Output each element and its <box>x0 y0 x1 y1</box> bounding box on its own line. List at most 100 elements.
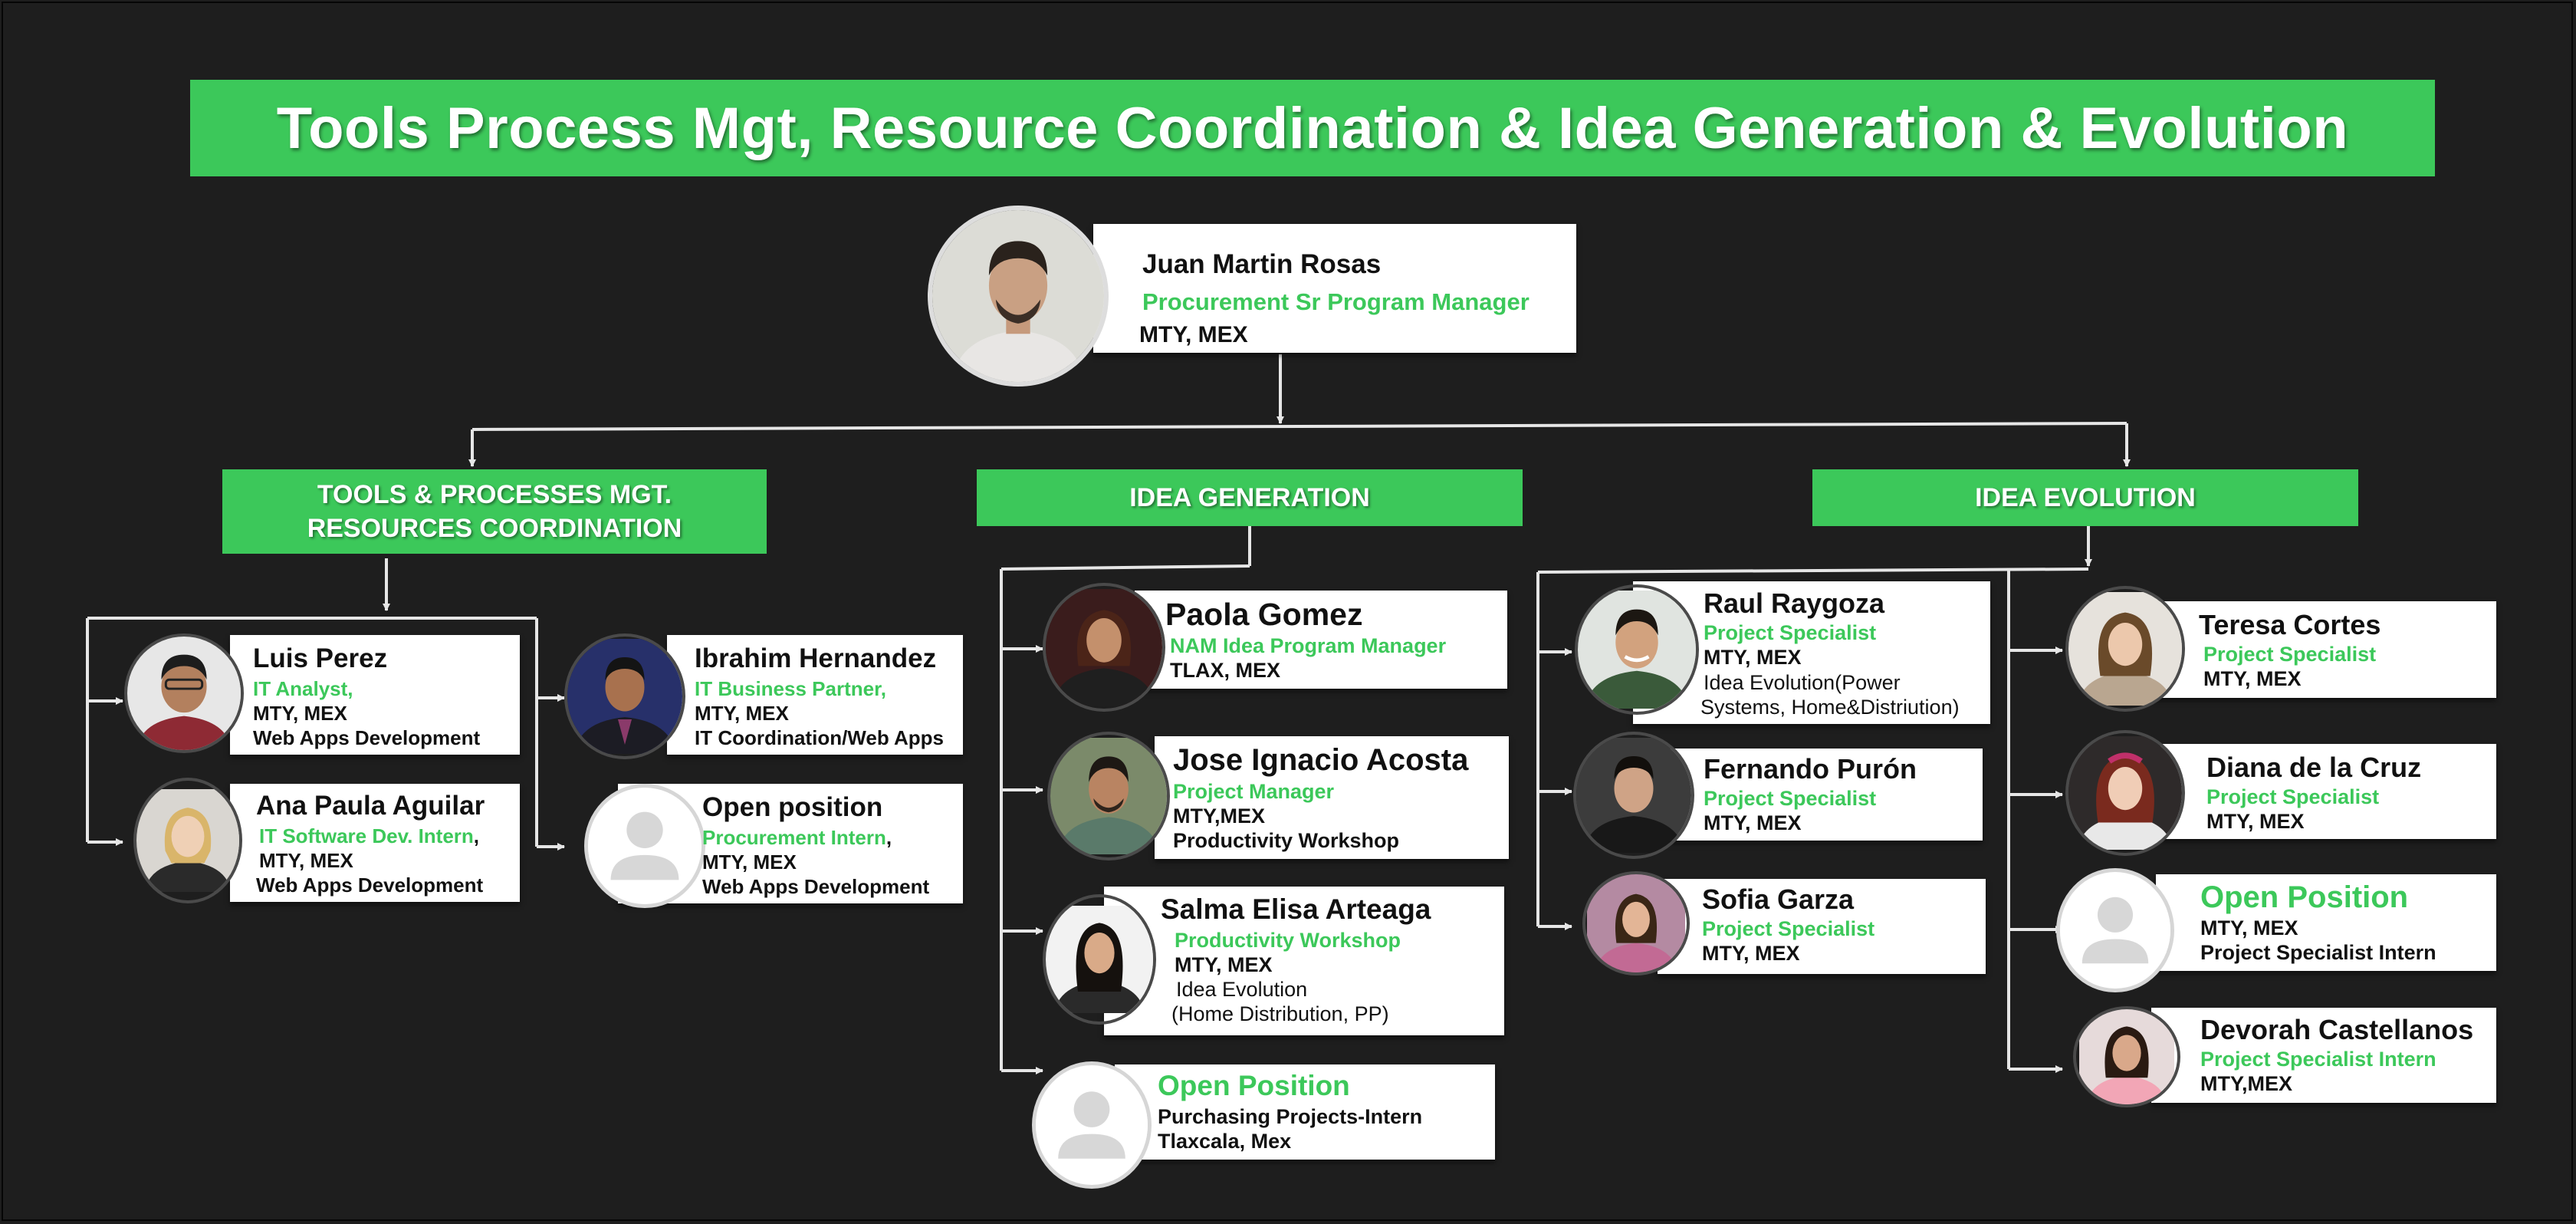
role-jose-ignacio-acosta: Project Manager <box>1173 780 1335 803</box>
desc-ibrahim-hernandez: IT Coordination/Web Apps <box>695 726 944 749</box>
card-diana-de-la-cruz <box>2160 744 2496 839</box>
text-teresa-cortes: Teresa Cortes Project Specialist MTY, ME… <box>2199 607 2380 692</box>
card-devorah-castellanos <box>2151 1008 2496 1103</box>
name-luis-perez: Luis Perez <box>253 643 388 673</box>
location-open-purchasing-intern: Tlaxcala, Mex <box>1158 1130 1292 1153</box>
location-raul-raygoza: MTY, MEX <box>1704 646 1802 669</box>
user-placeholder-icon <box>1036 1069 1148 1181</box>
location-devorah-castellanos: MTY,MEX <box>2200 1072 2293 1095</box>
location-ana-paula-aguilar: MTY, MEX <box>259 849 353 872</box>
photo-sofia-garza <box>1582 871 1690 976</box>
name-open-procurement-intern: Open position <box>702 792 883 822</box>
photo-ana-paula-aguilar <box>133 778 242 903</box>
card-ibrahim-hernandez <box>667 635 963 755</box>
section-idea-generation: IDEA GENERATION <box>977 469 1523 526</box>
card-paola-gomez <box>1135 591 1507 689</box>
section-tools-line2: RESOURCES COORDINATION <box>307 514 682 543</box>
user-placeholder-icon <box>588 789 702 903</box>
text-sofia-garza: Sofia Garza Project Specialist MTY, MEX <box>1702 882 1875 966</box>
photo-open-purchasing-intern <box>1032 1061 1152 1189</box>
name-ibrahim-hernandez: Ibrahim Hernandez <box>695 643 937 673</box>
name-fernando-puron: Fernando Purón <box>1704 753 1917 785</box>
role-sofia-garza: Project Specialist <box>1702 917 1875 940</box>
desc2-salma-elisa-arteaga: (Home Distribution, PP) <box>1171 1002 1389 1025</box>
card-open-purchasing-intern <box>1115 1064 1495 1160</box>
location-salma-elisa-arteaga: MTY, MEX <box>1175 953 1273 976</box>
photo-salma-elisa-arteaga <box>1043 894 1156 1025</box>
location-ibrahim-hernandez: MTY, MEX <box>695 702 789 725</box>
head-text: Juan Martin Rosas Procurement Sr Program… <box>1139 247 1530 348</box>
role-luis-perez: IT Analyst, <box>253 677 353 700</box>
role-teresa-cortes: Project Specialist <box>2203 643 2377 666</box>
head-role: Procurement Sr Program Manager <box>1142 288 1530 315</box>
desc-luis-perez: Web Apps Development <box>253 726 481 749</box>
location-diana-de-la-cruz: MTY, MEX <box>2206 810 2305 833</box>
head-photo <box>928 206 1109 387</box>
desc-open-procurement-intern: Web Apps Development <box>702 875 930 898</box>
text-paola-gomez: Paola Gomez NAM Idea Program Manager TLA… <box>1165 595 1446 683</box>
name-open-project-specialist-intern: Open Position <box>2200 880 2409 914</box>
photo-ibrahim-hernandez <box>564 633 685 759</box>
role-diana-de-la-cruz: Project Specialist <box>2206 785 2380 808</box>
text-jose-ignacio-acosta: Jose Ignacio Acosta Project Manager MTY,… <box>1173 741 1468 853</box>
text-raul-raygoza: Raul Raygoza Project Specialist MTY, MEX… <box>1700 586 1960 719</box>
role-open-procurement-intern: Procurement Intern <box>702 826 886 849</box>
text-fernando-puron: Fernando Purón Project Specialist MTY, M… <box>1704 752 1917 836</box>
head-location: MTY, MEX <box>1139 322 1248 347</box>
photo-open-procurement-intern <box>584 784 705 908</box>
location-open-project-specialist-intern: MTY, MEX <box>2200 916 2298 939</box>
title-banner: Tools Process Mgt, Resource Coordination… <box>190 80 2435 176</box>
name-paola-gomez: Paola Gomez <box>1165 597 1363 632</box>
photo-raul-raygoza <box>1575 584 1699 715</box>
desc1-salma-elisa-arteaga: Idea Evolution <box>1176 978 1308 1001</box>
photo-fernando-puron <box>1573 732 1694 859</box>
role-open-purchasing-intern: Purchasing Projects-Intern <box>1158 1105 1423 1128</box>
card-fernando-puron <box>1654 749 1983 841</box>
desc1-raul-raygoza: Idea Evolution(Power <box>1704 671 1901 694</box>
card-jose-ignacio-acosta <box>1155 736 1509 859</box>
location-fernando-puron: MTY, MEX <box>1704 811 1802 834</box>
section-idea-generation-label: IDEA GENERATION <box>1129 483 1370 512</box>
desc2-raul-raygoza: Systems, Home&Distriution) <box>1700 696 1960 719</box>
photo-paola-gomez <box>1043 583 1165 712</box>
location-teresa-cortes: MTY, MEX <box>2203 667 2302 690</box>
text-luis-perez: Luis Perez IT Analyst, MTY, MEX Web Apps… <box>253 641 480 750</box>
section-idea-evolution-label: IDEA EVOLUTION <box>1975 483 2196 512</box>
photo-diana-de-la-cruz <box>2065 730 2185 856</box>
text-ibrahim-hernandez: Ibrahim Hernandez IT Business Partner, M… <box>695 641 944 750</box>
role-line-ana-paula-aguilar: IT Software Dev. Intern, <box>259 824 485 848</box>
text-salma-elisa-arteaga: Salma Elisa Arteaga Productivity Worksho… <box>1161 891 1431 1026</box>
role-suffix-open-procurement-intern: , <box>886 826 892 849</box>
location-paola-gomez: TLAX, MEX <box>1170 659 1281 682</box>
role-ana-paula-aguilar: IT Software Dev. Intern <box>259 824 474 847</box>
section-tools-line1: TOOLS & PROCESSES MGT. <box>317 480 672 509</box>
text-open-project-specialist-intern: Open Position MTY, MEX Project Specialis… <box>2200 879 2436 965</box>
photo-open-project-specialist-intern <box>2056 868 2174 992</box>
role-devorah-castellanos: Project Specialist Intern <box>2200 1048 2436 1071</box>
card-teresa-cortes <box>2153 601 2496 698</box>
photo-luis-perez <box>124 633 244 753</box>
text-diana-de-la-cruz: Diana de la Cruz Project Specialist MTY,… <box>2206 750 2421 834</box>
role-suffix-ana-paula-aguilar: , <box>473 824 480 847</box>
role-line-open-procurement-intern: Procurement Intern, <box>702 825 929 850</box>
text-open-procurement-intern: Open position Procurement Intern, MTY, M… <box>702 790 929 899</box>
role-fernando-puron: Project Specialist <box>1704 787 1877 810</box>
desc-ana-paula-aguilar: Web Apps Development <box>256 874 484 897</box>
role-paola-gomez: NAM Idea Program Manager <box>1170 634 1447 657</box>
name-jose-ignacio-acosta: Jose Ignacio Acosta <box>1173 743 1469 777</box>
location-open-procurement-intern: MTY, MEX <box>702 851 797 874</box>
location-jose-ignacio-acosta: MTY,MEX <box>1173 804 1266 828</box>
name-open-purchasing-intern: Open Position <box>1158 1070 1350 1101</box>
card-ana-paula-aguilar <box>230 784 520 902</box>
page-title: Tools Process Mgt, Resource Coordination… <box>276 95 2349 161</box>
role-salma-elisa-arteaga: Productivity Workshop <box>1175 929 1401 952</box>
card-sofia-garza <box>1658 879 1986 974</box>
head-name: Juan Martin Rosas <box>1142 249 1382 279</box>
section-tools: TOOLS & PROCESSES MGT. RESOURCES COORDINA… <box>222 469 767 554</box>
card-luis-perez <box>230 635 520 755</box>
card-open-project-specialist-intern <box>2156 874 2496 971</box>
desc-jose-ignacio-acosta: Productivity Workshop <box>1173 829 1400 852</box>
head-card <box>1093 224 1576 353</box>
